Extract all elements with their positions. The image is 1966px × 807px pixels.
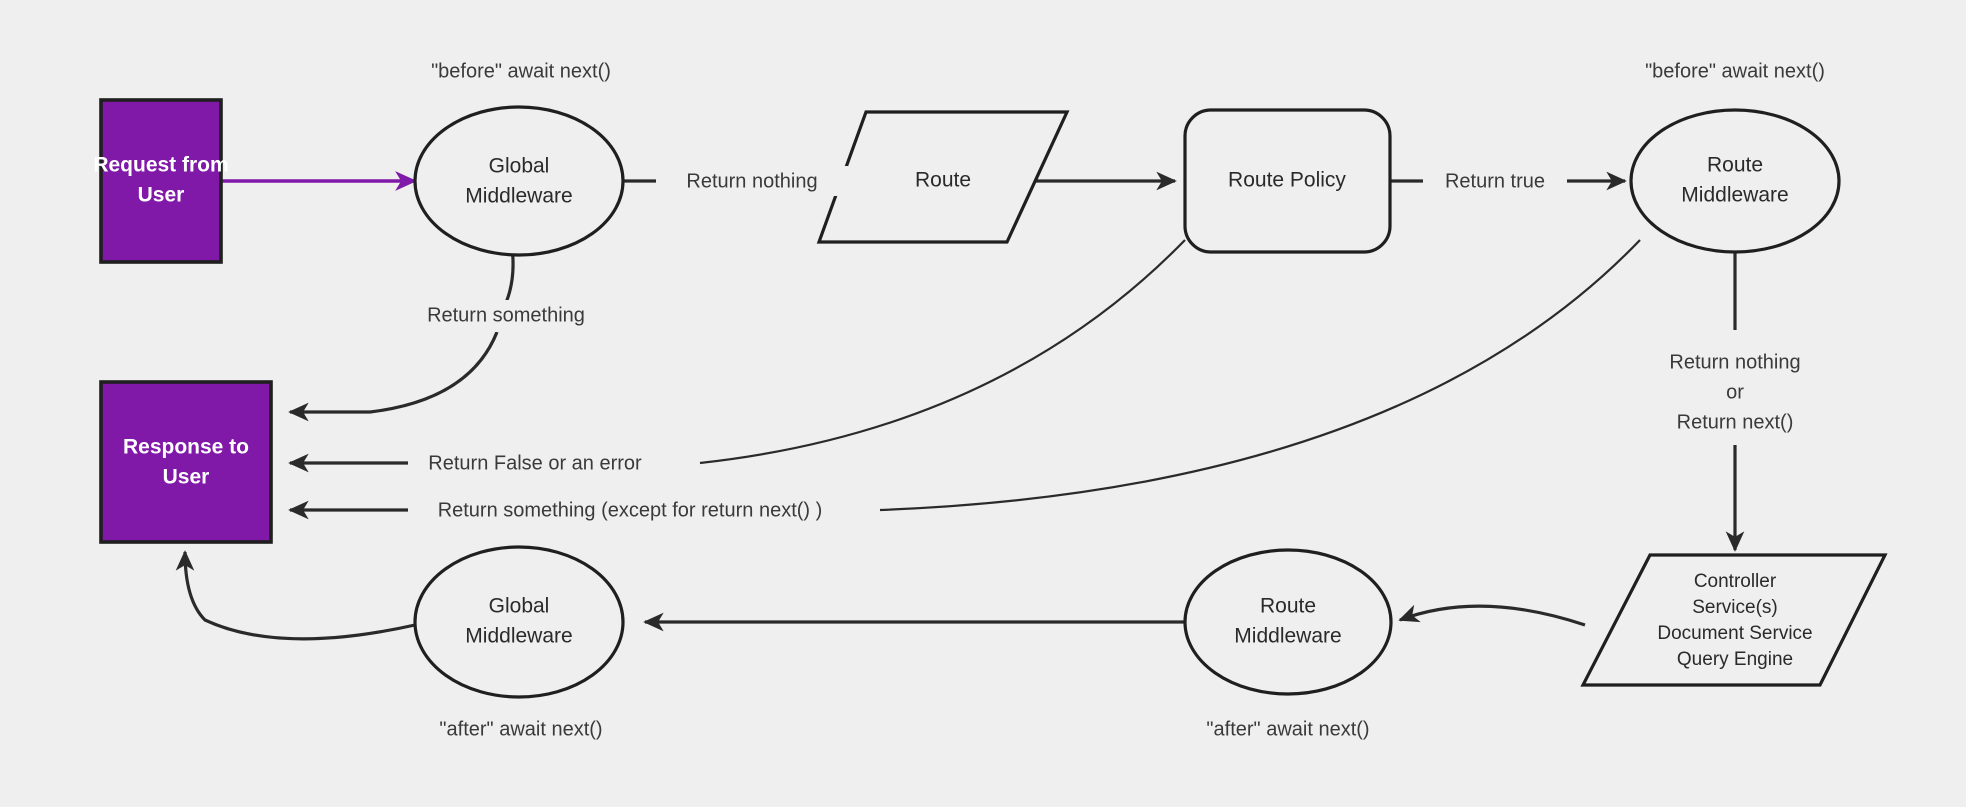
response-to-user-label-line1: Response to <box>123 436 249 459</box>
controller-group-label-line3: Document Service <box>1657 623 1812 644</box>
request-from-user-shape <box>99 98 223 264</box>
annotation-before-await-next-global: "before" await next() <box>431 60 611 82</box>
edge-label-bg-global-to-response <box>410 300 600 332</box>
node-global-middleware-top[interactable]: Global Middleware <box>413 105 625 257</box>
request-from-user-label-line2: User <box>138 184 185 207</box>
node-route-middleware-bottom[interactable]: Route Middleware <box>1183 548 1393 696</box>
node-route-middleware-top[interactable]: Route Middleware <box>1629 108 1841 254</box>
edge-label-bg-global-to-route <box>656 166 848 196</box>
edge-label-policy-to-route-middleware: Return true <box>1423 166 1567 196</box>
edge-label-bg-policy-to-response <box>408 448 666 480</box>
route-middleware-top-shape <box>1629 108 1841 254</box>
controller-group-label-line2: Service(s) <box>1692 597 1778 618</box>
route-middleware-top-label-line1: Route <box>1707 154 1763 177</box>
route-middleware-bottom-label-line1: Route <box>1260 595 1316 618</box>
node-route-policy[interactable]: Route Policy <box>1183 108 1392 254</box>
edge-controller-to-route-middleware-bottom <box>1398 604 1586 627</box>
edge-label-text-policy-to-response: Return False or an error <box>428 452 642 474</box>
controller-group-shape <box>1580 553 1888 687</box>
global-middleware-bottom-label-line1: Global <box>489 595 550 618</box>
controller-group-label-line4: Query Engine <box>1677 649 1793 670</box>
annotation-return-nothing-line1: Return nothing <box>1669 351 1800 373</box>
response-to-user-label-line2: User <box>163 466 210 489</box>
annotation-return-nothing-line3: Return next() <box>1677 411 1794 433</box>
edge-global-to-response <box>288 331 499 422</box>
controller-group-label-line1: Controller <box>1694 571 1777 592</box>
edge-label-text-rm-to-response: Return something (except for return next… <box>438 499 823 521</box>
route-middleware-top-label-line2: Middleware <box>1681 184 1788 207</box>
edge-label-rm-to-response: Return something (except for return next… <box>408 495 848 527</box>
annotation-after-await-next-route: "after" await next() <box>1206 718 1369 740</box>
route-shape <box>816 110 1070 244</box>
edge-label-global-to-route: Return nothing <box>656 166 848 196</box>
edge-label-bg-policy-to-rm <box>1423 166 1567 196</box>
edge-label-text-global-to-response: Return something <box>427 304 585 326</box>
route-policy-label: Route Policy <box>1228 169 1346 192</box>
global-middleware-top-shape <box>413 105 625 257</box>
annotation-return-nothing-or-next: Return nothing or Return next() <box>1645 345 1825 445</box>
edge-global-bottom-to-response <box>175 550 416 641</box>
route-label: Route <box>915 169 971 192</box>
annotation-bg-return-nothing-or-next <box>1645 345 1825 445</box>
global-middleware-top-label-line2: Middleware <box>465 185 572 208</box>
edge-label-bg-rm-to-response <box>408 495 848 527</box>
annotation-after-await-next-global: "after" await next() <box>439 718 602 740</box>
response-to-user-shape <box>99 380 273 544</box>
edge-label-global-to-response: Return something <box>410 300 600 332</box>
edge-label-text-global-to-route: Return nothing <box>686 170 817 192</box>
route-middleware-bottom-shape <box>1183 548 1393 696</box>
annotation-return-nothing-line2: or <box>1726 381 1744 403</box>
edge-label-policy-to-response: Return False or an error <box>408 448 666 480</box>
global-middleware-bottom-label-line2: Middleware <box>465 625 572 648</box>
node-response-to-user[interactable]: Response to User <box>99 380 273 544</box>
global-middleware-bottom-shape <box>413 545 625 699</box>
edge-policy-to-response-curve <box>699 239 1186 465</box>
annotation-before-await-next-route: "before" await next() <box>1645 60 1825 82</box>
node-route[interactable]: Route <box>816 110 1070 244</box>
node-controller-group[interactable]: Controller Service(s) Document Service Q… <box>1580 553 1888 687</box>
global-middleware-top-label-line1: Global <box>489 155 550 178</box>
route-policy-shape <box>1183 108 1392 254</box>
request-from-user-label-line1: Request from <box>93 154 228 177</box>
node-global-middleware-bottom[interactable]: Global Middleware <box>413 545 625 699</box>
route-middleware-bottom-label-line2: Middleware <box>1234 625 1341 648</box>
edge-label-text-policy-to-rm: Return true <box>1445 170 1545 192</box>
node-request-from-user[interactable]: Request from User <box>93 98 229 264</box>
edge-rm-to-response-curve <box>879 239 1641 512</box>
